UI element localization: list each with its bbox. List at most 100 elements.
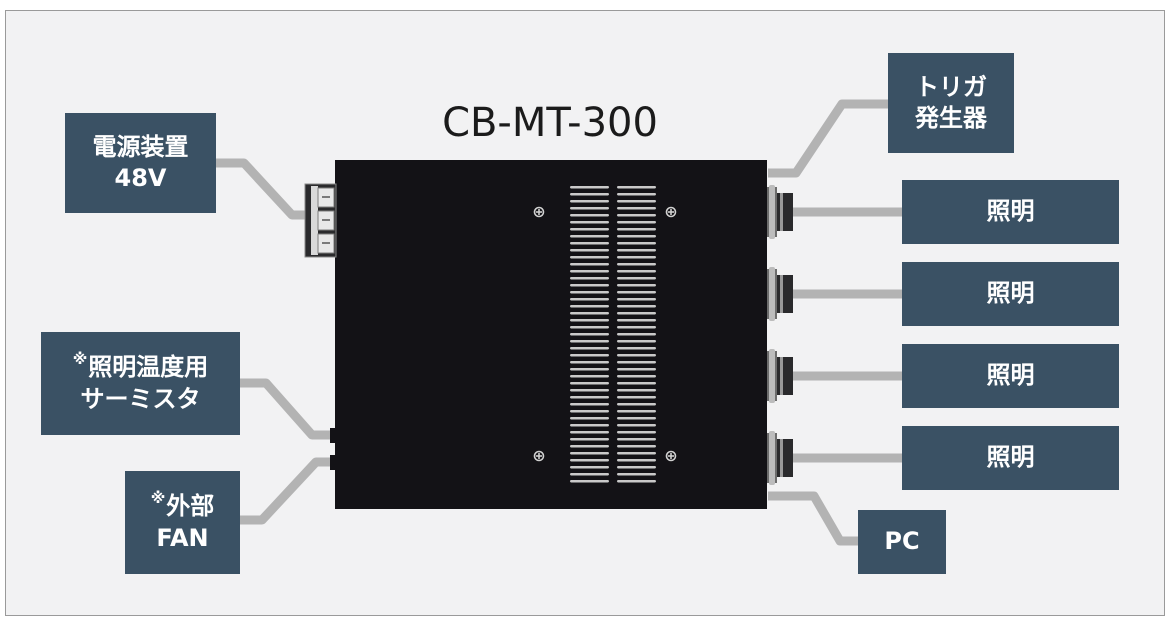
power-terminal-block bbox=[304, 183, 337, 258]
vent-slot bbox=[570, 361, 609, 364]
fan-label-line2: FAN bbox=[156, 523, 209, 552]
fan-label-line1: 外部 bbox=[166, 492, 215, 521]
vent-slot bbox=[617, 459, 656, 462]
vent-slot bbox=[617, 270, 656, 273]
vent-slot bbox=[617, 256, 656, 259]
vent-slot bbox=[617, 221, 656, 224]
light-label: 照明 bbox=[986, 443, 1035, 472]
pc-box: PC bbox=[858, 510, 946, 574]
trigger-label-line1: トリガ bbox=[915, 72, 987, 101]
vent-slot bbox=[617, 354, 656, 357]
vent-slot bbox=[570, 396, 609, 399]
vent-slot bbox=[570, 298, 609, 301]
fan-cable bbox=[240, 457, 336, 525]
light-connector-2 bbox=[767, 267, 793, 321]
vent-slot bbox=[570, 354, 609, 357]
external-fan-box: ※外部 FAN bbox=[125, 471, 240, 574]
vent-slot bbox=[617, 368, 656, 371]
vent-slot bbox=[617, 186, 656, 189]
pc-label: PC bbox=[884, 527, 920, 556]
light-box-1: 照明 bbox=[902, 180, 1119, 244]
vent-slot bbox=[570, 270, 609, 273]
vent-slot bbox=[617, 207, 656, 210]
vent-slot bbox=[570, 368, 609, 371]
trigger-label-line2: 発生器 bbox=[915, 104, 987, 132]
vent-slot bbox=[570, 333, 609, 336]
vent-slot bbox=[617, 277, 656, 280]
vent-slot bbox=[570, 312, 609, 315]
vent-slot bbox=[570, 452, 609, 455]
fan-connector bbox=[330, 455, 337, 470]
vent-slot bbox=[617, 375, 656, 378]
vent-slot bbox=[570, 221, 609, 224]
vent-slot bbox=[617, 431, 656, 434]
vent-slot bbox=[570, 326, 609, 329]
vent-slot bbox=[570, 340, 609, 343]
vent-slot bbox=[617, 235, 656, 238]
vent-slot bbox=[617, 214, 656, 217]
vent-slot bbox=[570, 445, 609, 448]
vent-slot bbox=[570, 214, 609, 217]
vent-grille bbox=[570, 186, 656, 483]
vent-slot bbox=[570, 410, 609, 413]
light-label: 照明 bbox=[986, 279, 1035, 308]
vent-slot bbox=[570, 389, 609, 392]
vent-slot bbox=[570, 347, 609, 350]
device-model-title: CB-MT-300 bbox=[442, 100, 658, 146]
vent-slot bbox=[617, 389, 656, 392]
vent-slot bbox=[617, 291, 656, 294]
vent-slot bbox=[570, 235, 609, 238]
vent-slot bbox=[570, 200, 609, 203]
vent-slot bbox=[570, 305, 609, 308]
thermistor-connector bbox=[330, 428, 337, 443]
vent-slot bbox=[570, 228, 609, 231]
vent-slot bbox=[617, 445, 656, 448]
vent-slot bbox=[617, 473, 656, 476]
light-connector-1 bbox=[767, 185, 793, 239]
vent-slot bbox=[570, 382, 609, 385]
light-label: 照明 bbox=[986, 197, 1035, 226]
light-box-2: 照明 bbox=[902, 262, 1119, 326]
light-connector-4 bbox=[767, 431, 793, 485]
vent-slot bbox=[570, 284, 609, 287]
vent-slot bbox=[570, 403, 609, 406]
vent-slot bbox=[617, 298, 656, 301]
vent-slot bbox=[570, 424, 609, 427]
vent-slot bbox=[570, 438, 609, 441]
power-supply-voltage: 48V bbox=[114, 164, 167, 192]
screw-icon bbox=[533, 206, 545, 218]
vent-slot bbox=[617, 242, 656, 245]
vent-slot bbox=[617, 361, 656, 364]
vent-slot bbox=[617, 410, 656, 413]
light-connector-3 bbox=[767, 349, 793, 403]
vent-slot bbox=[617, 382, 656, 385]
vent-slot bbox=[570, 256, 609, 259]
vent-slot bbox=[617, 263, 656, 266]
vent-slot bbox=[570, 466, 609, 469]
vent-slot bbox=[570, 375, 609, 378]
power-supply-label: 電源装置 bbox=[92, 132, 189, 161]
vent-slot bbox=[617, 424, 656, 427]
thermistor-box: ※照明温度用 サーミスタ bbox=[41, 332, 240, 435]
vent-slot bbox=[617, 347, 656, 350]
vent-slot bbox=[570, 417, 609, 420]
screw-icon bbox=[533, 450, 545, 462]
vent-slot bbox=[570, 186, 609, 189]
power-cable bbox=[216, 158, 312, 220]
light-box-4: 照明 bbox=[902, 426, 1119, 490]
vent-slot bbox=[617, 340, 656, 343]
vent-slot bbox=[570, 249, 609, 252]
vent-slot bbox=[570, 207, 609, 210]
vent-slot bbox=[617, 249, 656, 252]
vent-slot bbox=[570, 242, 609, 245]
vent-slot bbox=[570, 277, 609, 280]
vent-slot bbox=[570, 480, 609, 483]
device-body bbox=[335, 160, 767, 509]
vent-slot bbox=[617, 480, 656, 483]
screw-icon bbox=[665, 450, 677, 462]
light-label: 照明 bbox=[986, 361, 1035, 390]
vent-slot bbox=[617, 403, 656, 406]
vent-slot bbox=[617, 438, 656, 441]
